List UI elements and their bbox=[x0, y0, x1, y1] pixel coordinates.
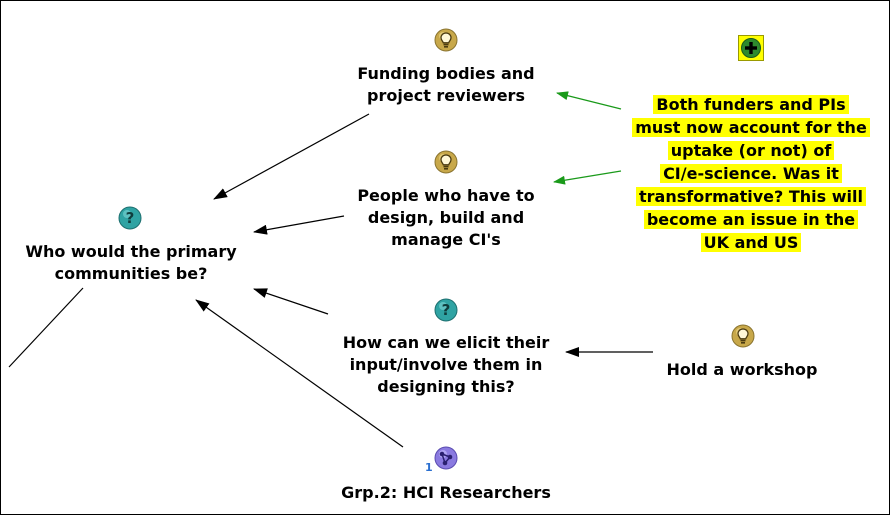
svg-text:?: ? bbox=[442, 301, 451, 319]
lightbulb-icon[interactable] bbox=[730, 323, 756, 349]
node-label: How can we elicit their input/involve th… bbox=[342, 333, 550, 396]
group-count-badge: 1 bbox=[425, 461, 433, 474]
question-icon[interactable]: ? bbox=[117, 205, 143, 231]
node-label: Both funders and PIs must now account fo… bbox=[632, 95, 870, 252]
node-label: Grp.2: HCI Researchers bbox=[341, 483, 551, 502]
link-group-to-primary[interactable] bbox=[195, 299, 404, 448]
node-label: People who have to design, build and man… bbox=[357, 186, 535, 249]
group-icon[interactable] bbox=[433, 445, 459, 471]
node-label: Funding bodies and project reviewers bbox=[357, 64, 535, 105]
link-offscreen-to-primary[interactable] bbox=[8, 287, 84, 368]
link-elicit-to-primary[interactable] bbox=[253, 288, 329, 315]
link-pro-to-funding[interactable] bbox=[556, 91, 622, 110]
node-label-container: Both funders and PIs must now account fo… bbox=[611, 70, 889, 254]
lightbulb-icon[interactable] bbox=[433, 27, 459, 53]
node-label: Who would the primary communities be? bbox=[25, 242, 237, 283]
svg-text:?: ? bbox=[126, 209, 135, 227]
link-funding-to-primary[interactable] bbox=[213, 113, 370, 200]
node-label: Hold a workshop bbox=[666, 360, 818, 379]
question-icon[interactable]: ? bbox=[433, 297, 459, 323]
link-pro-to-design[interactable] bbox=[553, 170, 622, 185]
plus-icon[interactable] bbox=[738, 35, 764, 61]
lightbulb-icon[interactable] bbox=[433, 149, 459, 175]
link-design-to-primary[interactable] bbox=[253, 215, 345, 235]
